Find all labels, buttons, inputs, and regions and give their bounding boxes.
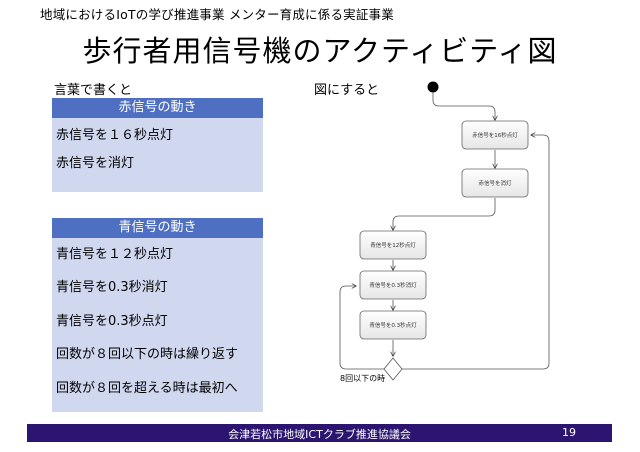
- decision-node: [383, 357, 403, 381]
- red-signal-panel: 赤信号の動き 赤信号を１６秒点灯 赤信号を消灯: [52, 98, 263, 192]
- loop-guard-label: 8回以下の時: [340, 374, 385, 383]
- slide-title: 歩行者用信号機のアクティビティ図: [82, 34, 558, 68]
- red-line-1: 赤信号を１６秒点灯: [56, 128, 174, 143]
- edge-return-to-start: [402, 135, 550, 370]
- activity-node-blue-on: 青信号を12秒点灯: [359, 230, 427, 260]
- initial-node: [427, 81, 439, 93]
- activity-label-red-on: 赤信号を16秒点灯: [472, 131, 518, 139]
- footer-organization: 会津若松市地域ICTクラブ推進協議会: [228, 428, 411, 441]
- blue-line-1: 青信号を１２秒点灯: [56, 247, 174, 262]
- edge-loop-back: [339, 286, 384, 370]
- red-line-2: 赤信号を消灯: [56, 156, 135, 171]
- blue-line-4: 回数が８回以下の時は繰り返す: [56, 347, 239, 362]
- blue-signal-panel: 青信号の動き 青信号を１２秒点灯 青信号を0.3秒消灯 青信号を0.3秒点灯 回…: [52, 218, 263, 412]
- activity-node-blue-on-short: 青信号を0.3秒点灯: [359, 310, 427, 340]
- activity-label-blue-on-short: 青信号を0.3秒点灯: [369, 321, 417, 329]
- activity-label-red-off: 赤信号を消灯: [478, 179, 512, 187]
- red-panel-body: 赤信号を１６秒点灯 赤信号を消灯: [52, 118, 263, 192]
- right-column-label: 図にすると: [314, 83, 380, 98]
- left-column-label: 言葉で書くと: [54, 83, 133, 98]
- activity-node-red-off: 赤信号を消灯: [461, 168, 529, 198]
- edge-start-to-red-on: [432, 92, 495, 120]
- blue-panel-body: 青信号を１２秒点灯 青信号を0.3秒消灯 青信号を0.3秒点灯 回数が８回以下の…: [52, 238, 263, 412]
- blue-panel-heading: 青信号の動き: [52, 218, 263, 238]
- footer-bar: 会津若松市地域ICTクラブ推進協議会 19: [27, 424, 612, 442]
- red-panel-heading: 赤信号の動き: [52, 98, 263, 118]
- edge-red-off-to-blue-on: [393, 198, 496, 230]
- blue-line-3: 青信号を0.3秒点灯: [56, 314, 168, 329]
- diagram-edges: [339, 92, 550, 370]
- project-header: 地域におけるIoTの学び推進事業 メンター育成に係る実証事業: [40, 7, 394, 22]
- blue-line-5: 回数が８回を超える時は最初へ: [56, 381, 238, 396]
- page-number: 19: [562, 426, 576, 439]
- blue-line-2: 青信号を0.3秒消灯: [56, 280, 168, 295]
- activity-node-red-on: 赤信号を16秒点灯: [461, 120, 529, 150]
- activity-label-blue-off-short: 青信号を0.3秒消灯: [369, 281, 417, 289]
- activity-node-blue-off-short: 青信号を0.3秒消灯: [359, 270, 427, 300]
- activity-label-blue-on: 青信号を12秒点灯: [370, 241, 416, 249]
